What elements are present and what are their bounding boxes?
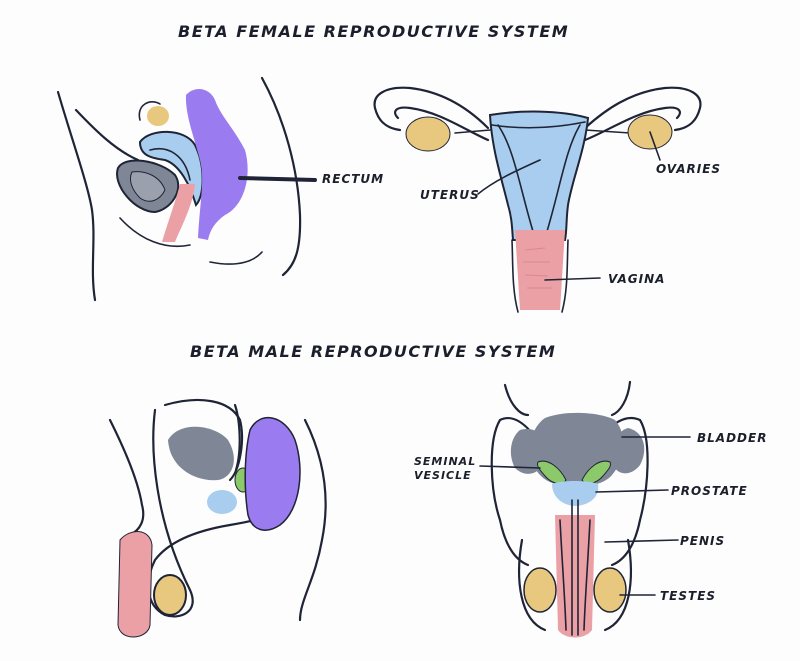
testis-right [593, 567, 627, 613]
female-title: BETA FEMALE REPRODUCTIVE SYSTEM [178, 22, 570, 41]
label-seminal-vesicle-line2: VESICLE [414, 469, 472, 482]
vagina-sagittal [162, 184, 195, 242]
label-penis: PENIS [680, 534, 726, 548]
label-rectum: RECTUM [322, 172, 385, 186]
label-seminal-vesicle-line1: SEMINAL [414, 455, 477, 468]
ovary-left [405, 116, 451, 152]
male-title: BETA MALE REPRODUCTIVE SYSTEM [190, 342, 557, 361]
prostate-sagittal [207, 490, 237, 514]
label-bladder: BLADDER [697, 431, 768, 445]
testis-sagittal [153, 574, 187, 616]
uterus-frontal [488, 110, 590, 241]
rectum-male-sagittal [244, 416, 301, 531]
uterus-sagittal [138, 130, 204, 207]
ovary-sagittal [147, 106, 169, 126]
label-uterus: UTERUS [420, 188, 480, 202]
rectum-sagittal [185, 88, 248, 240]
label-vagina: VAGINA [608, 272, 666, 286]
testis-left [523, 567, 557, 613]
penis-sagittal [117, 531, 153, 638]
bladder-male-sagittal [168, 426, 234, 481]
vagina-frontal [515, 230, 565, 310]
label-ovaries: OVARIES [656, 162, 722, 176]
label-prostate: PROSTATE [671, 484, 748, 498]
prostate-frontal [552, 481, 599, 506]
label-testes: TESTES [660, 589, 717, 603]
